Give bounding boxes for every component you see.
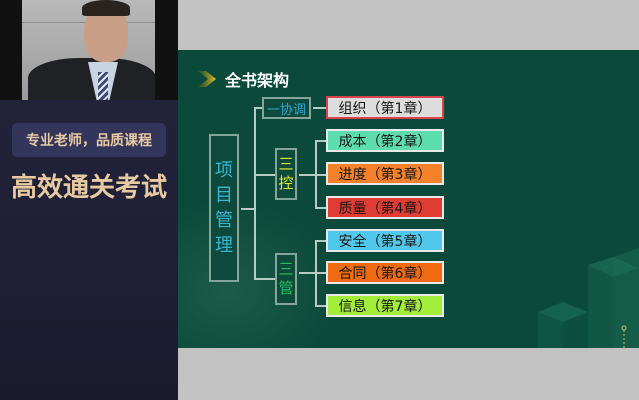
chapter-box-5: 安全（第5章） [326, 229, 444, 252]
promo-title: 高效通关考试 [10, 173, 167, 203]
slide-title: 全书架构 [225, 71, 290, 90]
chapter-box-4: 质量（第4章） [326, 196, 444, 219]
webcam-feed [22, 0, 155, 100]
group-node-manage: 三 管 [275, 253, 297, 305]
connector-mgmt-out [299, 272, 316, 274]
promo-panel: 专业老师，品质课程 高效通关考试 [0, 100, 178, 400]
group-char: 控 [278, 174, 294, 192]
slide-header: 全书架构 [198, 67, 289, 91]
group-node-control: 三 控 [275, 148, 297, 200]
root-char: 目 [215, 185, 233, 206]
chapter-box-6: 合同（第6章） [326, 261, 444, 284]
left-panel: 专业老师，品质课程 高效通关考试 [0, 0, 178, 400]
connector-root-h [241, 208, 255, 210]
chevron-right-icon [198, 71, 216, 87]
connector-coord-ch1 [313, 107, 326, 109]
root-char: 项 [215, 160, 233, 181]
connector-ctrl-out [299, 174, 316, 176]
connector-ch4 [315, 207, 326, 209]
background-glow [178, 200, 338, 348]
presenter-webcam [0, 0, 178, 100]
group-char: 三 [278, 155, 294, 173]
group-node-coordinate: 一协调 [262, 97, 311, 119]
presenter-hair [82, 0, 130, 16]
decorative-cubes-icon [538, 248, 639, 348]
connector-ch5 [315, 240, 326, 242]
group-char: 三 [278, 260, 294, 278]
promo-badge: 专业老师，品质课程 [12, 123, 166, 157]
letterbox-top [178, 0, 639, 50]
connector-coord [254, 107, 262, 109]
connector-mgmt [254, 278, 275, 280]
group-char: 管 [278, 279, 294, 297]
connector-ch7 [315, 305, 326, 307]
root-node-project-management: 项 目 管 理 [209, 134, 239, 282]
connector-trunk [254, 107, 256, 279]
chapter-box-3: 进度（第3章） [326, 162, 444, 185]
root-char: 理 [215, 235, 233, 256]
slide: 全书架构 项 目 管 理 一协调 三 控 [178, 50, 639, 348]
chapter-box-1: 组织（第1章） [326, 96, 444, 119]
root-char: 管 [215, 210, 233, 231]
connector-ch3 [315, 174, 326, 176]
connector-ch2 [315, 140, 326, 142]
letterbox-bottom [178, 348, 639, 400]
chapter-box-7: 信息（第7章） [326, 294, 444, 317]
group-label: 一协调 [266, 102, 306, 118]
connector-ch6 [315, 272, 326, 274]
chapter-box-2: 成本（第2章） [326, 129, 444, 152]
connector-ctrl [254, 174, 275, 176]
presenter-tie [98, 72, 108, 100]
